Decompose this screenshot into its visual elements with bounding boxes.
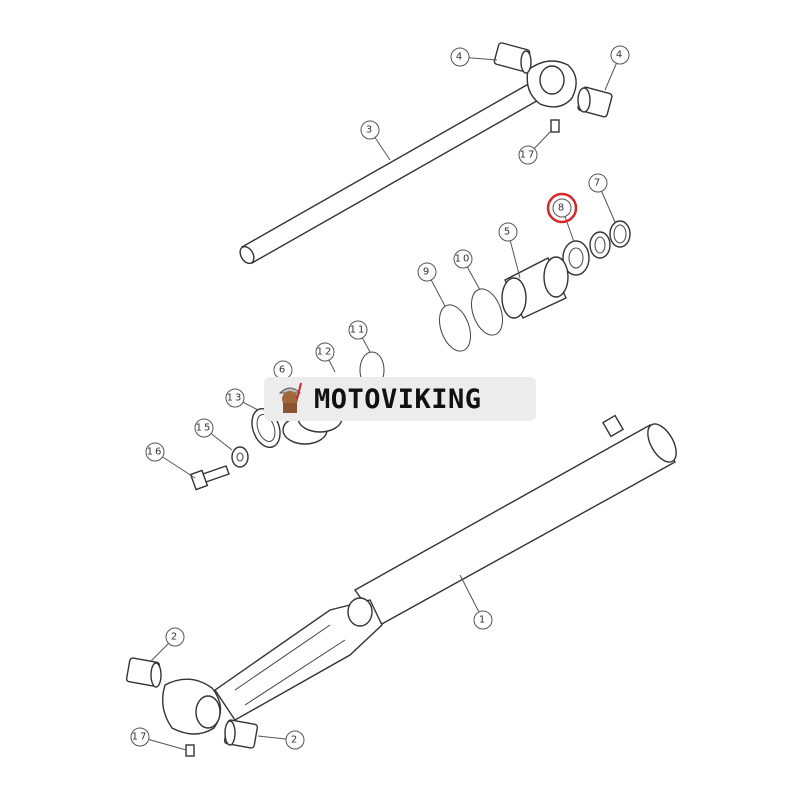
callout-label: 15 <box>196 423 213 434</box>
ring-10 <box>470 288 504 336</box>
washer-15 <box>231 446 249 468</box>
bolt-16 <box>189 465 230 491</box>
callout-label: 6 <box>279 365 287 376</box>
seal-7 <box>609 220 631 248</box>
callout-label: 2 <box>171 632 179 643</box>
callout-12: 12 <box>315 342 336 373</box>
callout-label: 3 <box>366 125 374 136</box>
callout-8: 8 <box>546 192 578 243</box>
callout-17: 17 <box>518 129 553 165</box>
grease-fitting-17-top <box>550 119 560 133</box>
callout-2: 2 <box>149 627 185 663</box>
viking-mascot-icon <box>278 382 302 413</box>
grease-fitting-17-bottom <box>185 744 195 757</box>
callout-4: 4 <box>450 47 498 67</box>
callout-17: 17 <box>130 727 187 751</box>
callout-label: 8 <box>558 203 566 214</box>
callout-label: 4 <box>456 52 464 63</box>
callout-label: 1 <box>479 615 487 626</box>
callout-11: 11 <box>348 320 371 353</box>
piston-5 <box>501 256 569 319</box>
callout-label: 16 <box>147 447 164 458</box>
cylinder-tube <box>162 414 677 735</box>
callout-label: 4 <box>616 50 624 61</box>
callout-10: 10 <box>453 249 481 291</box>
callout-label: 7 <box>594 178 602 189</box>
callout-16: 16 <box>145 442 196 479</box>
callout-label: 11 <box>350 325 367 336</box>
brand-name: MOTOVIKING <box>314 383 482 415</box>
seal-8 <box>562 231 611 276</box>
watermark-logo: MOTOVIKING <box>264 377 536 421</box>
callout-label: 12 <box>317 347 334 358</box>
piston-rod <box>239 60 577 265</box>
bushing-2-right <box>223 719 259 749</box>
callout-label: 17 <box>520 150 537 161</box>
callout-label: 9 <box>423 267 431 278</box>
ring-9 <box>438 304 472 352</box>
callout-1: 1 <box>459 574 493 630</box>
callout-label: 17 <box>132 732 149 743</box>
callout-label: 5 <box>504 227 512 238</box>
callout-2: 2 <box>257 730 305 750</box>
callout-13: 13 <box>225 388 259 411</box>
callout-9: 9 <box>417 262 446 307</box>
highlight-ring <box>546 192 578 224</box>
callout-5: 5 <box>498 222 521 279</box>
bushing-4-left <box>493 42 532 74</box>
callout-7: 7 <box>588 173 616 223</box>
callout-15: 15 <box>194 418 233 451</box>
callout-label: 2 <box>291 735 299 746</box>
bushing-2-left <box>125 657 162 688</box>
bushing-4-right <box>577 86 613 118</box>
callout-4: 4 <box>604 45 630 91</box>
callout-label: 10 <box>455 254 472 265</box>
callout-3: 3 <box>360 120 391 161</box>
callout-label: 13 <box>227 393 244 404</box>
